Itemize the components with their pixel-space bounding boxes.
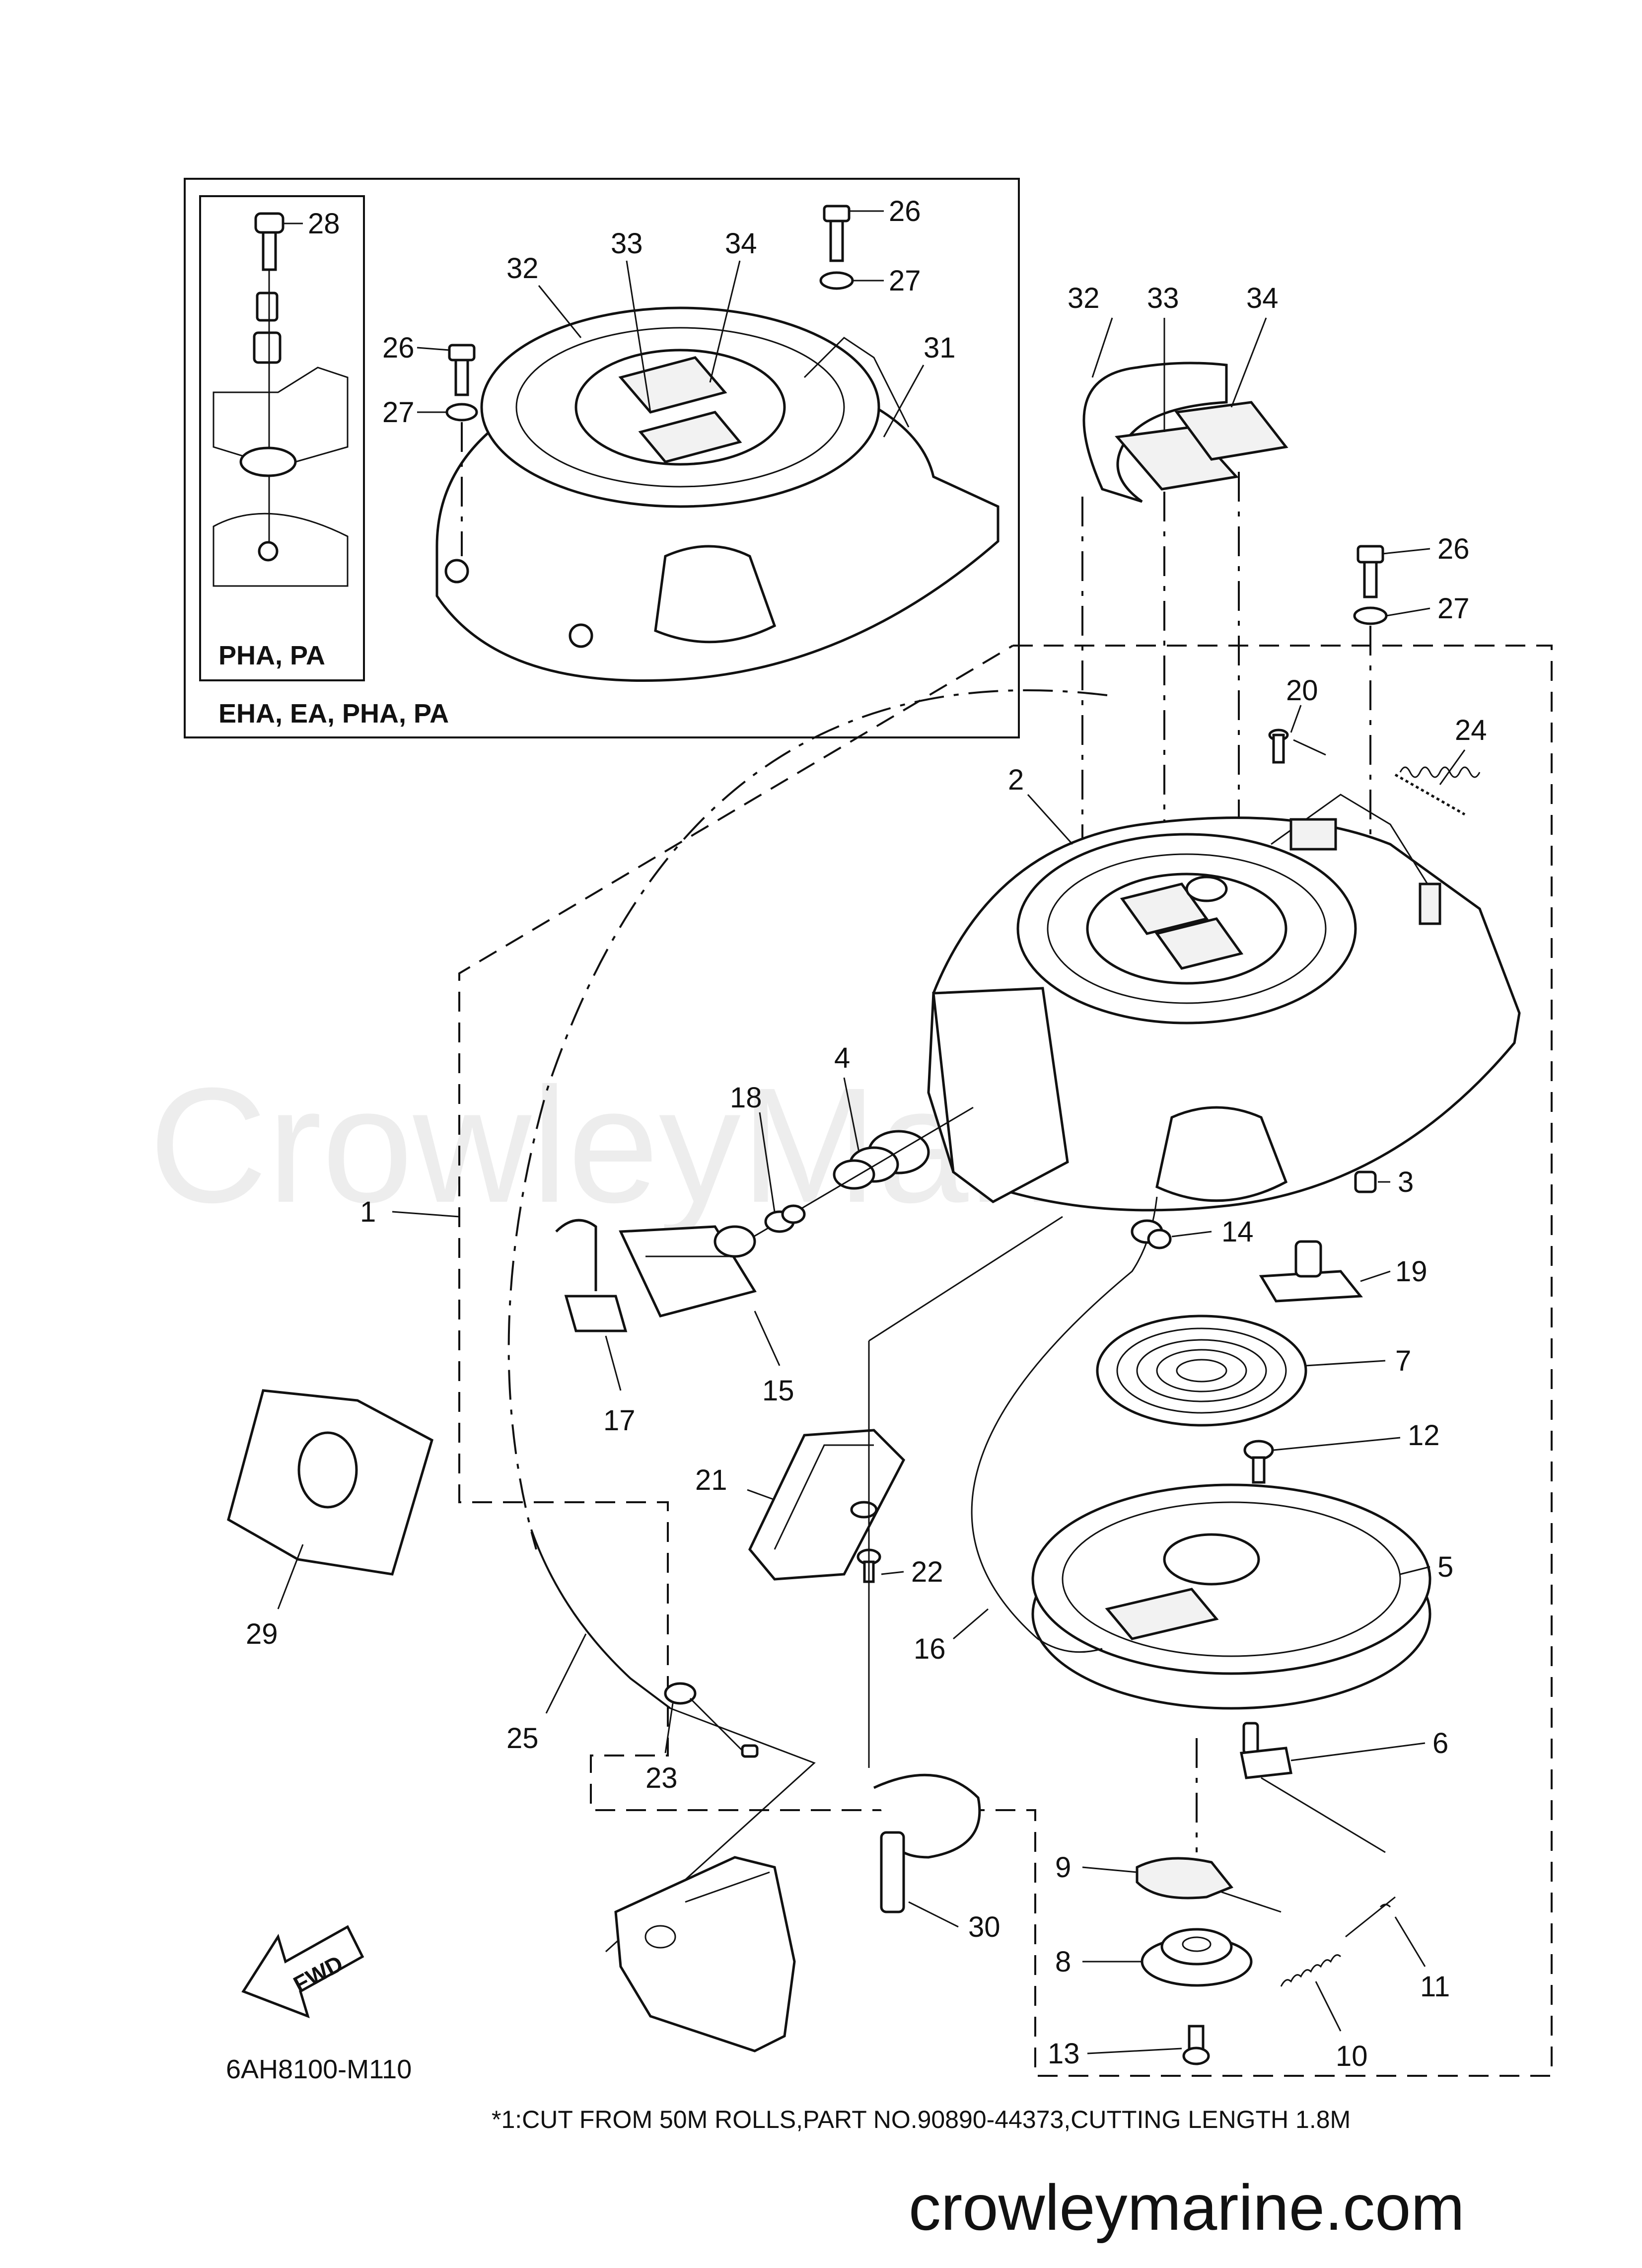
clip-17 [555,1219,628,1332]
callout-clip-17: 17 [603,1404,636,1437]
callout-cable-end-23: 23 [645,1762,678,1794]
inset-title-pha-pa: PHA, PA [218,641,325,670]
cap-3 [1354,1171,1377,1193]
starter-housing [927,794,1521,1212]
bolt-26 [1356,545,1384,598]
inset-title-eha-ea-pha-pa: EHA, EA, PHA, PA [218,699,449,729]
cable-end-23 [664,1682,759,1758]
callout-screw-22: 22 [911,1556,943,1588]
spring-10 [1280,1954,1342,1987]
hook-30 [873,1773,981,1913]
website-text: crowleymarine.com [909,2171,1465,2244]
plate-9 [1136,1857,1234,1900]
callout-starter-housing-2: 2 [1008,764,1024,796]
inset-starter-housing [435,306,999,682]
drive-plate-8 [1141,1928,1253,1987]
bolt-13 [1182,2025,1210,2065]
callout-decal-32: 32 [1068,282,1100,314]
callout-cover-29: 29 [246,1618,278,1650]
callout-inset-31: 31 [924,332,956,364]
pawl-6 [1240,1722,1292,1779]
callout-decal-34: 34 [1246,282,1279,314]
callout-grommet-14: 14 [1221,1216,1254,1248]
callout-rope-16: 16 [914,1633,946,1665]
inset-bolt-26a [448,344,476,396]
callout-decal-33: 33 [1147,282,1179,314]
pin-20 [1268,729,1289,764]
decal-set [1082,362,1288,503]
diagram-code: 6AH8100-M110 [226,2054,412,2084]
inset-washer-27b [819,271,854,290]
cable-25 [530,1529,671,1709]
callout-bolt-13: 13 [1048,2038,1080,2070]
callout-pawl-6: 6 [1432,1727,1448,1759]
callout-pin-20: 20 [1286,674,1318,707]
bolt-12 [1243,1440,1274,1484]
pulley-5 [1031,1483,1431,1710]
inset-bolt-assembly [213,212,349,587]
callout-inset-27b: 27 [889,265,921,297]
fwd-arrow-icon: FWD [241,1925,364,2019]
inset-panel: PHA, PA EHA, EA, PHA, PA [184,178,1020,738]
callout-inset-32: 32 [506,252,539,285]
callout-inset-33: 33 [611,227,643,260]
inset-washer-27a [445,403,478,422]
callout-bolt-12: 12 [1408,1419,1440,1452]
callout-hook-30: 30 [968,1911,1000,1943]
callout-bracket-21: 21 [695,1464,727,1496]
rope-16 [971,1196,1158,1653]
footnote-text: *1:CUT FROM 50M ROLLS,PART NO.90890-4437… [492,2106,1351,2133]
callout-cable-25: 25 [506,1722,539,1755]
cover-29 [227,1389,433,1576]
callout-spring-24: 24 [1455,714,1487,746]
callout-handle-15: 15 [762,1375,794,1407]
callout-inset-26a: 26 [382,332,415,364]
callout-stopper-18: 18 [730,1082,762,1114]
callout-spring-11: 11 [1420,1971,1450,2003]
callout-washer-27: 27 [1437,592,1470,625]
grommet-14 [1131,1219,1172,1249]
inset-bolt-26b [823,205,851,262]
recoil-spring-7 [1096,1315,1307,1427]
callout-cap-3: 3 [1398,1166,1414,1198]
assembly-boundary [458,645,1553,2077]
callout-inset-27a: 27 [382,396,415,429]
callout-bolt-26: 26 [1437,533,1470,565]
engine-bracket [614,1856,796,2052]
callout-plate-9: 9 [1055,1851,1071,1884]
bracket-21 [748,1429,906,1581]
callout-recoil-spring-7: 7 [1395,1345,1411,1377]
washer-27 [1353,606,1388,625]
callout-inset-28: 28 [308,208,340,240]
stopper-18 [764,1204,806,1233]
spring-11 [1345,1896,1396,1938]
callout-pawl-19: 19 [1395,1255,1428,1288]
callout-pulley-5: 5 [1437,1551,1453,1583]
starter-handle-15 [619,1225,757,1317]
pawl-19 [1259,1240,1363,1303]
callout-inset-26b: 26 [889,195,921,227]
callout-seal-4: 4 [834,1042,850,1074]
spring-24 [1394,766,1481,816]
callout-spring-10: 10 [1336,2040,1368,2072]
callout-drive-plate-8: 8 [1055,1946,1071,1978]
callout-part-1: 1 [360,1196,376,1228]
callout-inset-34: 34 [725,227,757,260]
cable-route-line [507,689,1108,1550]
